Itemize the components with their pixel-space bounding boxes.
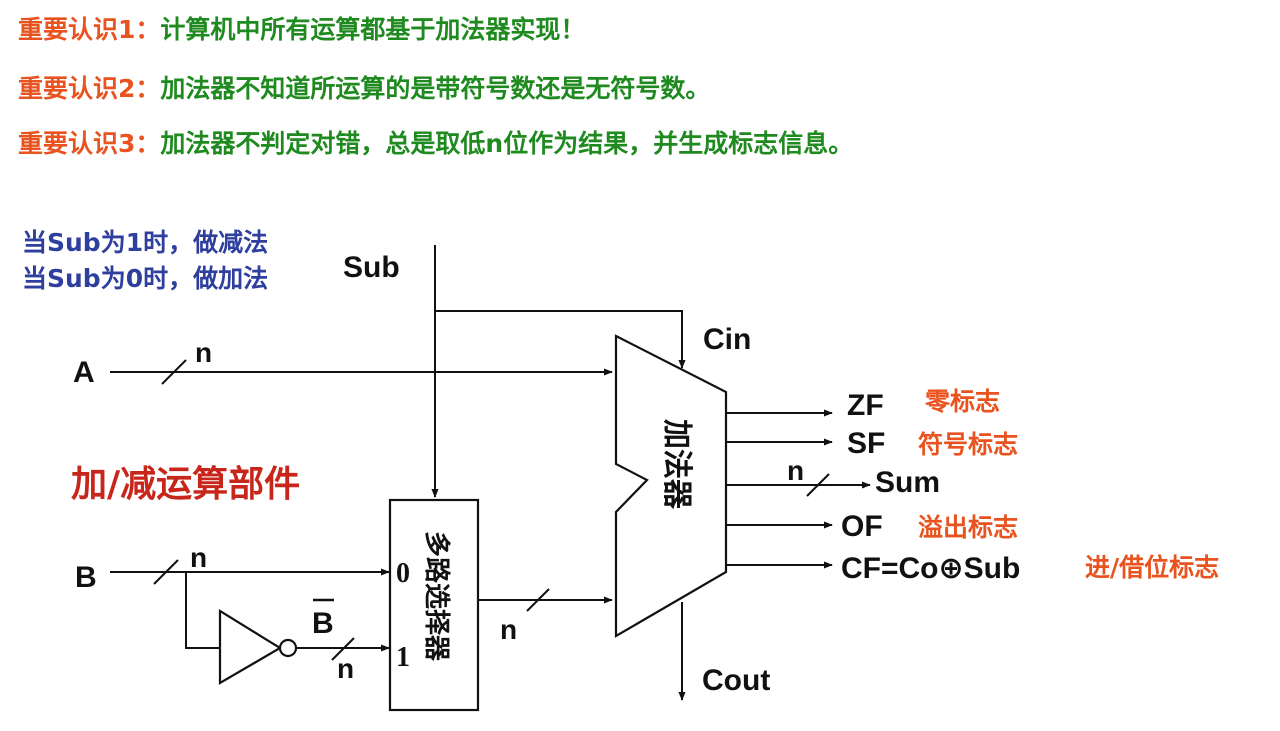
cf-desc: 进/借位标志 — [1085, 553, 1219, 582]
cf-label: CF=Co⊕Sub — [841, 552, 1020, 585]
component-title: 加/减运算部件 — [71, 464, 300, 505]
cin-label: Cin — [703, 323, 751, 356]
cout-label: Cout — [702, 664, 770, 697]
zf-label: ZF — [847, 389, 884, 422]
of-label: OF — [841, 510, 883, 543]
b-bus-slash — [153, 559, 179, 585]
sf-label: SF — [847, 427, 885, 460]
not-gate-bubble — [278, 638, 298, 658]
mux-in1-label: 1 — [396, 642, 410, 673]
note-3-text: 加法器不判定对错，总是取低n位作为结果，并生成标志信息。 — [160, 129, 854, 158]
mux-bus-slash — [526, 588, 550, 612]
sum-width-label: n — [787, 455, 804, 486]
a-bus-slash — [161, 359, 187, 385]
bbar-width-label: n — [337, 653, 354, 684]
sum-bus-slash — [806, 473, 830, 497]
note-1-text: 计算机中所有运算都基于加法器实现！ — [160, 15, 586, 44]
note-2-label: 重要认识2： — [18, 74, 161, 103]
sub-label: Sub — [343, 251, 400, 284]
bbar-label: B — [312, 607, 334, 640]
note-3-label: 重要认识3： — [18, 129, 161, 158]
of-desc: 溢出标志 — [918, 513, 1018, 542]
adder-label: 加法器 — [659, 419, 694, 510]
sub-to-cin-wire — [435, 310, 686, 369]
mux-label: 多路选择器 — [421, 531, 452, 662]
b-width-label: n — [190, 542, 207, 573]
mux-width-label: n — [500, 614, 517, 645]
zf-desc: 零标志 — [924, 387, 1000, 416]
note-1: 重要认识1：计算机中所有运算都基于加法器实现！ — [18, 14, 585, 46]
input-b-label: B — [75, 561, 97, 594]
sub-note-line1: 当Sub为1时，做减法 — [22, 228, 268, 257]
sum-label: Sum — [875, 466, 940, 499]
sub-note-line2: 当Sub为0时，做加法 — [22, 264, 268, 293]
mux-block — [388, 498, 480, 712]
note-3: 重要认识3：加法器不判定对错，总是取低n位作为结果，并生成标志信息。 — [18, 128, 853, 160]
b-branch-wire — [185, 572, 220, 649]
input-a-label: A — [73, 356, 95, 389]
bbar-bus-slash — [331, 637, 355, 661]
a-width-label: n — [195, 337, 212, 368]
not-gate — [218, 609, 283, 685]
adder-block — [614, 334, 728, 638]
note-2: 重要认识2：加法器不知道所运算的是带符号数还是无符号数。 — [18, 73, 710, 105]
note-2-text: 加法器不知道所运算的是带符号数还是无符号数。 — [160, 74, 711, 103]
sf-desc: 符号标志 — [918, 430, 1018, 459]
note-1-label: 重要认识1： — [18, 15, 161, 44]
mux-in0-label: 0 — [396, 558, 410, 589]
